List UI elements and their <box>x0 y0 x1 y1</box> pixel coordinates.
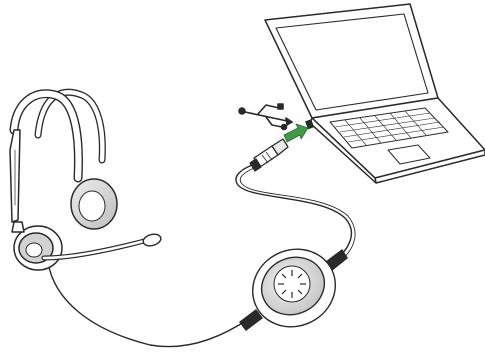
inline-controller-icon <box>240 236 348 340</box>
usb-cable <box>236 165 351 262</box>
laptop-screen <box>265 4 438 118</box>
arrow-right-icon <box>284 124 308 142</box>
headset-cable <box>48 262 250 347</box>
laptop-icon <box>265 4 485 183</box>
usb-connector-icon <box>250 139 288 171</box>
usb-symbol-icon <box>239 104 292 130</box>
mic-capsule <box>142 232 162 247</box>
headset-icon <box>10 92 117 270</box>
